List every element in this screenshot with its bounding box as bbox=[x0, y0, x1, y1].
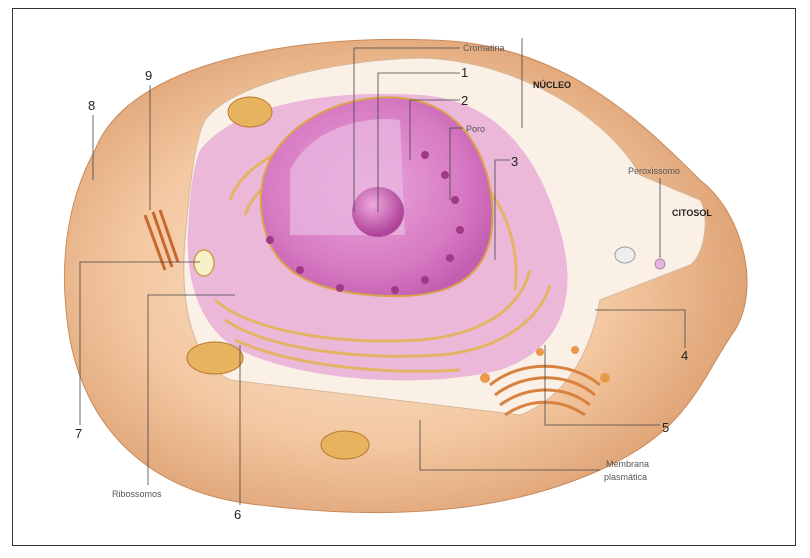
label-number-9: 9 bbox=[145, 68, 152, 83]
label-poro: Poro bbox=[466, 124, 485, 134]
label-ribossomos: Ribossomos bbox=[112, 489, 162, 499]
label-number-8: 8 bbox=[88, 98, 95, 113]
label-membrana-1: Membrana bbox=[606, 459, 649, 469]
peroxisome bbox=[655, 259, 665, 269]
label-peroxissomo: Peroxissomo bbox=[628, 166, 680, 176]
label-number-5: 5 bbox=[662, 420, 669, 435]
label-cromatina: Cromatina bbox=[463, 43, 505, 53]
label-number-7: 7 bbox=[75, 426, 82, 441]
label-citosol: CITOSOL bbox=[672, 208, 712, 218]
label-number-4: 4 bbox=[681, 348, 688, 363]
label-number-1: 1 bbox=[461, 65, 468, 80]
label-nucleo: NÚCLEO bbox=[533, 79, 571, 90]
label-number-2: 2 bbox=[461, 93, 468, 108]
label-membrana-2: plasmática bbox=[604, 472, 647, 482]
label-number-6: 6 bbox=[234, 507, 241, 522]
label-number-3: 3 bbox=[511, 154, 518, 169]
vesicle bbox=[194, 250, 214, 276]
small-vesicle bbox=[615, 247, 635, 263]
